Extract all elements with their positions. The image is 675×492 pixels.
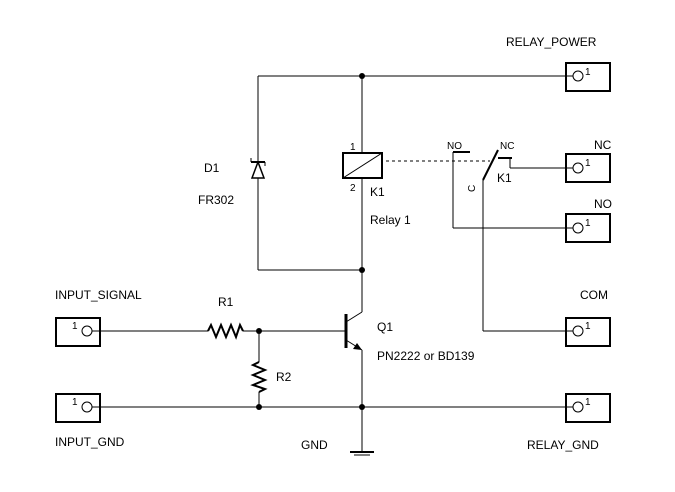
coil-pin2: 2 (350, 183, 356, 194)
junction-dots (256, 73, 365, 410)
k1-coil-ref: K1 (370, 185, 385, 199)
connector-relay-gnd: 1 RELAY_GND (527, 393, 611, 452)
connector-input-signal-pin: 1 (72, 321, 78, 332)
connector-no-label: NO (594, 197, 612, 211)
coil-pin1: 1 (350, 142, 356, 153)
gnd-label: GND (301, 438, 328, 452)
connector-input-gnd: 1 INPUT_GND (55, 393, 125, 449)
d1-value: FR302 (198, 193, 234, 207)
connector-relay-power-pin: 1 (585, 67, 591, 78)
transistor-q1: Q1 PN2222 or BD139 (344, 311, 475, 363)
k1-switch-ref: K1 (497, 171, 512, 185)
connector-input-signal: 1 INPUT_SIGNAL (55, 288, 142, 347)
connector-no: 1 NO (565, 197, 612, 243)
connector-no-pin: 1 (585, 218, 591, 229)
d1-ref: D1 (204, 161, 220, 175)
r2-ref: R2 (276, 370, 292, 384)
q1-value: PN2222 or BD139 (377, 349, 475, 363)
diode-d1: D1 FR302 (198, 158, 266, 207)
relay-coil-k1: 1 2 K1 Relay 1 (342, 142, 411, 227)
resistor-r2: R2 (250, 361, 292, 393)
connector-input-gnd-label: INPUT_GND (55, 435, 125, 449)
connector-nc-label: NC (594, 138, 612, 152)
connector-relay-gnd-pin: 1 (585, 397, 591, 408)
connector-input-signal-label: INPUT_SIGNAL (55, 288, 142, 302)
connector-com-label: COM (580, 288, 608, 302)
connector-input-gnd-pin: 1 (72, 397, 78, 408)
connector-nc-pin: 1 (585, 158, 591, 169)
connector-com-pin: 1 (585, 321, 591, 332)
connector-relay-gnd-label: RELAY_GND (527, 438, 599, 452)
switch-c-label: C (467, 185, 478, 192)
r1-ref: R1 (218, 295, 234, 309)
connector-relay-power: 1 RELAY_POWER (506, 35, 611, 92)
k1-coil-value: Relay 1 (370, 213, 411, 227)
connector-relay-power-label: RELAY_POWER (506, 35, 597, 49)
ground-symbol: GND (301, 438, 374, 456)
connector-com: 1 COM (565, 288, 611, 347)
wires (98, 75, 568, 452)
connector-nc: 1 NC (565, 138, 612, 183)
resistor-r1: R1 (207, 295, 244, 340)
switch-nc-label: NC (500, 141, 514, 152)
q1-ref: Q1 (377, 320, 393, 334)
switch-no-label: NO (447, 141, 462, 152)
relay-switch-k1: NO NC C K1 (447, 141, 514, 192)
